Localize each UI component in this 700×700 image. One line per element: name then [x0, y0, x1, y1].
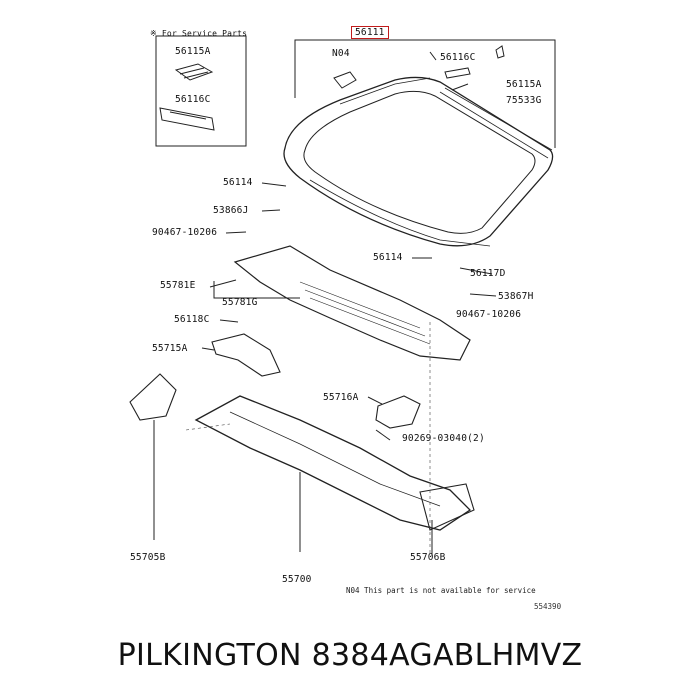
part-label-90467-right: 90467-10206: [456, 309, 522, 320]
part-label-55715a: 55715A: [152, 343, 188, 354]
service-footnote: N04 This part is not available for servi…: [346, 586, 536, 595]
strip-drawing: [159, 107, 215, 131]
molding-right: [439, 91, 549, 159]
part-label-90269: 90269-03040(2): [402, 433, 485, 444]
strip-56116c: [444, 67, 471, 79]
mirror-mount: [333, 71, 357, 89]
dash-detail: [229, 411, 441, 507]
part-label-56118c: 56118C: [174, 314, 210, 325]
bracket-55715a: [211, 333, 281, 377]
part-label-55781e: 55781E: [160, 280, 196, 291]
part-label-53866j: 53866J: [213, 205, 249, 216]
cowl-grille: [299, 281, 431, 345]
bracket-55716a: [375, 395, 421, 429]
part-label-56116c: 56116C: [440, 52, 476, 63]
part-label-90467-left: 90467-10206: [152, 227, 218, 238]
panel-55706b: [419, 483, 475, 531]
part-label-56115a-box: 56115A: [175, 46, 211, 57]
part-label-56114-mid: 56114: [373, 252, 403, 263]
brand-caption: PILKINGTON 8384AGABLHMVZ: [117, 638, 583, 673]
part-label-55706b: 55706B: [410, 552, 446, 563]
part-label-75533g: 75533G: [506, 95, 542, 106]
service-parts-box: [155, 35, 247, 147]
molding-right-2: [444, 87, 553, 151]
molding-top: [339, 77, 431, 105]
cowl-panel: [233, 245, 471, 361]
bracket-56111: [294, 39, 556, 148]
part-label-56116c-box: 56116C: [175, 94, 211, 105]
part-label-56117d: 56117D: [470, 268, 506, 279]
part-label-56115a: 56115A: [506, 79, 542, 90]
service-parts-header: ※ For Service Parts: [150, 29, 248, 38]
part-label-53867h: 53867H: [498, 291, 534, 302]
clip-drawing: [174, 63, 214, 81]
windshield-inner: [303, 90, 536, 234]
part-label-n04: N04: [332, 48, 350, 59]
drawing-code: 554390: [534, 602, 562, 611]
part-label-56114-top: 56114: [223, 177, 253, 188]
windshield-outline: [283, 76, 554, 247]
part-label-55700: 55700: [282, 574, 312, 585]
molding-bottom: [309, 179, 491, 247]
part-label-55781g: 55781G: [222, 297, 258, 308]
dash-panel: [194, 395, 472, 531]
clip-56115a: [495, 45, 505, 59]
part-label-55705b: 55705B: [130, 552, 166, 563]
part-label-56111: 56111: [351, 26, 389, 39]
part-label-55716a: 55716A: [323, 392, 359, 403]
bracket-left: [129, 373, 177, 421]
